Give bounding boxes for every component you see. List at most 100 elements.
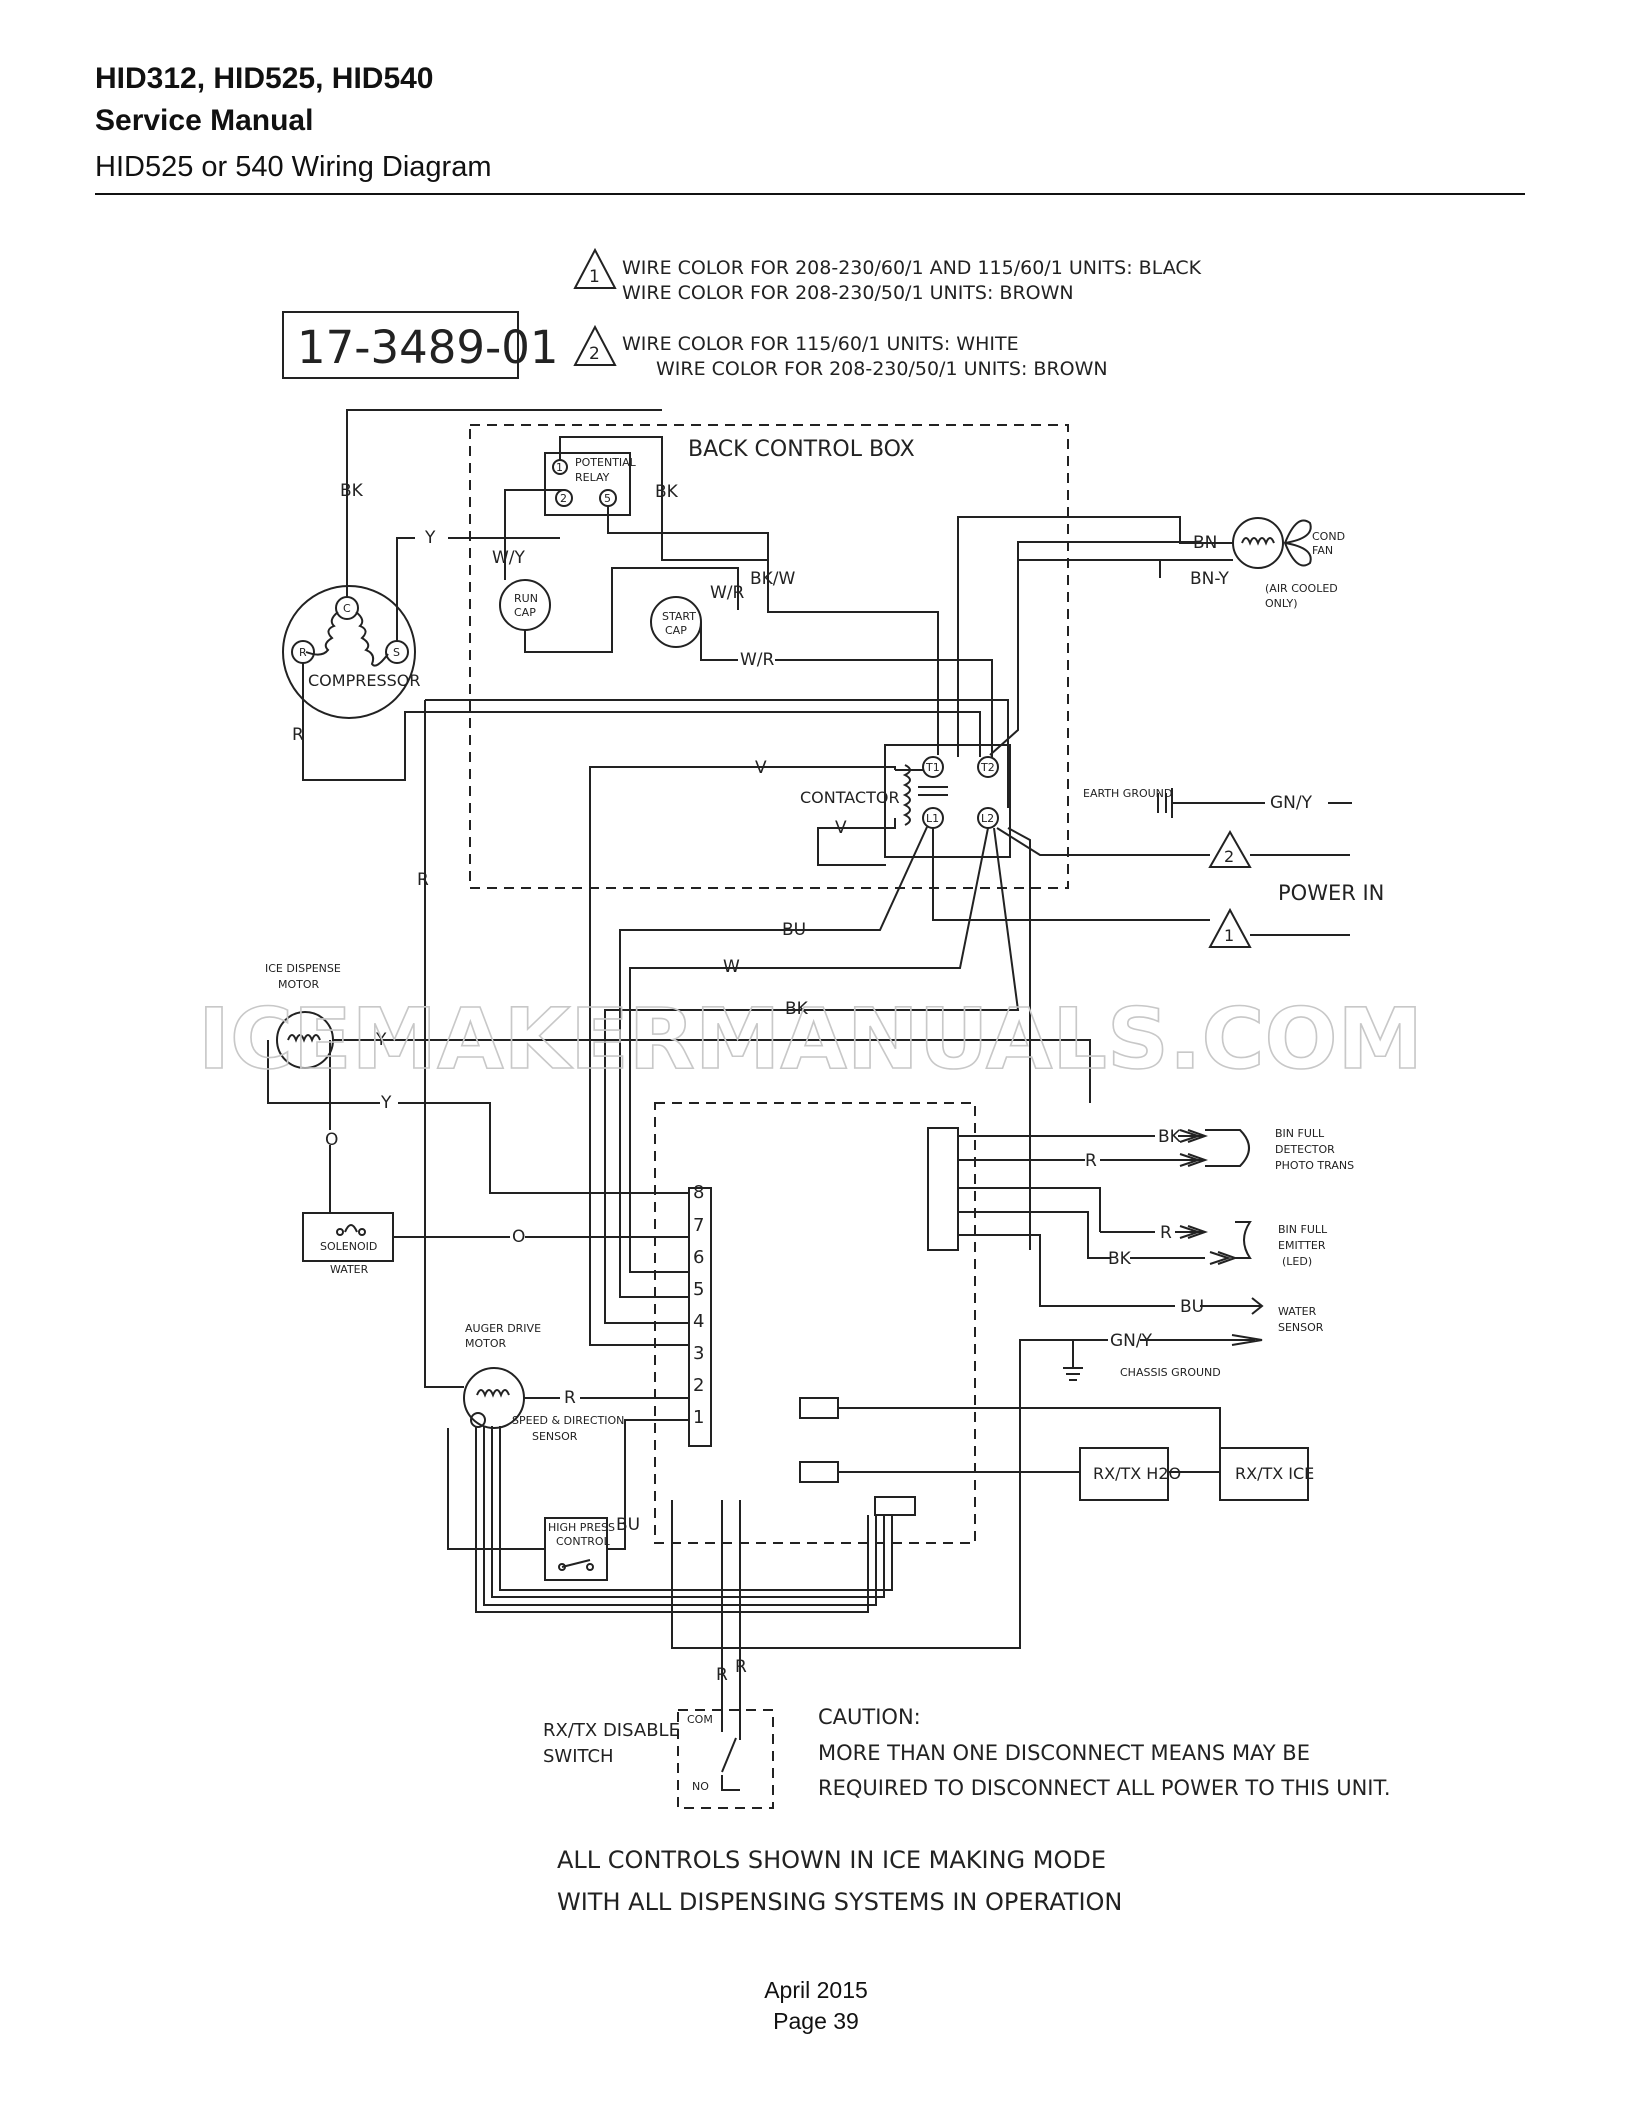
part-number-box (282, 311, 519, 379)
wire-gny-2: GN/Y (1110, 1331, 1153, 1351)
bottom-note-line-1: ALL CONTROLS SHOWN IN ICE MAKING MODE (557, 1846, 1106, 1874)
wire-o-2: O (512, 1227, 525, 1247)
wire-wy: W/Y (492, 548, 526, 568)
back-control-box (469, 424, 1069, 889)
caution-line-1: MORE THAN ONE DISCONNECT MEANS MAY BE (818, 1741, 1310, 1765)
contactor-t1: T1 (925, 761, 940, 774)
contactor-label: CONTACTOR (800, 788, 900, 807)
rxtx-switch-box (677, 1709, 774, 1809)
start-cap-label: START (662, 610, 696, 623)
wire-o-1: O (325, 1130, 338, 1150)
wire-r-3: R (564, 1388, 576, 1408)
note1-line1: WIRE COLOR FOR 208-230/60/1 AND 115/60/1… (622, 257, 1202, 279)
wire-y-1: Y (424, 528, 436, 548)
wire-r-6: R (716, 1665, 728, 1685)
run-cap-label: RUN (514, 592, 538, 605)
section-title: HID525 or 540 Wiring Diagram (95, 151, 492, 183)
power-in-label: POWER IN (1278, 881, 1384, 905)
connector-c (874, 1496, 916, 1516)
rxtx-ice-box (1219, 1447, 1309, 1501)
terminal-4: 4 (693, 1311, 704, 1332)
connector-a (799, 1397, 839, 1419)
wire-y-3: Y (380, 1093, 392, 1113)
relay-terminal-5: 5 (604, 492, 611, 505)
compressor-symbol (282, 585, 416, 719)
header-rule (95, 193, 1525, 195)
wire-v-1: V (755, 758, 767, 778)
compressor-label: COMPRESSOR (308, 671, 420, 690)
bin-full-emitter-label: BIN FULL (1278, 1223, 1328, 1236)
ice-dispense-label: ICE DISPENSE (265, 962, 341, 975)
compressor-terminal-r: R (299, 646, 307, 659)
watermark: ICEMAKERMANUALS.COM (198, 990, 1423, 1088)
potential-relay-label: POTENTIAL (575, 456, 637, 469)
triangle-1-number: 1 (589, 267, 600, 287)
wire-r-5: R (1160, 1223, 1172, 1243)
caution-line-2: REQUIRED TO DISCONNECT ALL POWER TO THIS… (818, 1776, 1391, 1800)
water-sensor-label-2: SENSOR (1278, 1321, 1324, 1334)
no-label: NO (692, 1780, 709, 1793)
wire-bk-2: BK (655, 482, 679, 502)
caution-title: CAUTION: (818, 1705, 921, 1729)
compressor-terminal-s: S (393, 646, 400, 659)
speed-sensor-label-2: SENSOR (532, 1430, 578, 1443)
high-press-label-2: CONTROL (556, 1535, 611, 1548)
terminal-3: 3 (693, 1343, 704, 1364)
bin-full-detector-label-2: DETECTOR (1275, 1143, 1335, 1156)
bin-full-emitter-label-3: (LED) (1282, 1255, 1312, 1268)
bin-sensor-connector (927, 1127, 959, 1251)
auger-label-2: MOTOR (465, 1337, 507, 1350)
bottom-note-line-2: WITH ALL DISPENSING SYSTEMS IN OPERATION (557, 1888, 1122, 1916)
chassis-ground-label: CHASSIS GROUND (1120, 1366, 1221, 1379)
document-title: HID312, HID525, HID540 (95, 62, 434, 95)
note1-line2: WIRE COLOR FOR 208-230/50/1 UNITS: BROWN (622, 282, 1074, 304)
wire-v-2: V (835, 818, 847, 838)
part-number: 17-3489-01 (297, 321, 559, 374)
wire-r-2: R (417, 870, 429, 890)
water-sensor-label: WATER (1278, 1305, 1317, 1318)
power-in-triangle-1 (1208, 907, 1252, 948)
relay-terminal-1: 1 (556, 461, 563, 474)
terminal-7: 7 (693, 1215, 704, 1236)
wire-bk-1: BK (340, 481, 364, 501)
air-cooled-label: (AIR COOLED (1265, 582, 1338, 595)
ice-dispense-label-2: MOTOR (278, 978, 320, 991)
wire-bn: BN (1193, 533, 1217, 553)
power-triangle-2-number: 2 (1224, 847, 1234, 866)
document-subtitle: Service Manual (95, 104, 314, 137)
solenoid-label-2: WATER (330, 1263, 369, 1276)
wire-wr-2: W/R (740, 650, 775, 670)
bin-full-detector-label: BIN FULL (1275, 1127, 1325, 1140)
triangle-2-number: 2 (589, 344, 600, 364)
wire-wr-1: W/R (710, 583, 745, 603)
wire-bny: BN-Y (1190, 569, 1229, 589)
contactor (884, 744, 1011, 858)
wire-r-4: R (1085, 1151, 1097, 1171)
warning-triangle-1 (573, 247, 617, 289)
terminal-5: 5 (693, 1279, 704, 1300)
terminal-strip (688, 1187, 712, 1447)
note2-line1: WIRE COLOR FOR 115/60/1 UNITS: WHITE (622, 333, 1019, 355)
solenoid-label: SOLENOID (320, 1240, 377, 1253)
relay-terminal-2: 2 (560, 492, 567, 505)
rxtx-ice-label: RX/TX ICE (1235, 1464, 1314, 1483)
terminal-8: 8 (693, 1182, 704, 1203)
rxtx-h2o-box (1079, 1447, 1169, 1501)
run-cap-label-2: CAP (514, 606, 536, 619)
power-triangle-1-number: 1 (1224, 926, 1234, 945)
contactor-l2: L2 (981, 812, 994, 825)
power-in-triangle-2 (1208, 829, 1252, 868)
com-label: COM (687, 1713, 713, 1726)
high-press-label: HIGH PRESS (548, 1521, 615, 1534)
wire-bkw: BK/W (750, 569, 796, 589)
wire-bu-3: BU (1180, 1297, 1204, 1317)
rxtx-h2o-label: RX/TX H2O (1093, 1464, 1181, 1483)
note2-line2: WIRE COLOR FOR 208-230/50/1 UNITS: BROWN (656, 358, 1108, 380)
auger-label: AUGER DRIVE (465, 1322, 541, 1335)
cond-fan-label: COND (1312, 530, 1345, 543)
wire-bu-1: BU (782, 920, 806, 940)
footer-page-number: Page 39 (773, 2008, 859, 2035)
speed-sensor-label: SPEED & DIRECTION (512, 1414, 624, 1427)
start-cap-label-2: CAP (665, 624, 687, 637)
